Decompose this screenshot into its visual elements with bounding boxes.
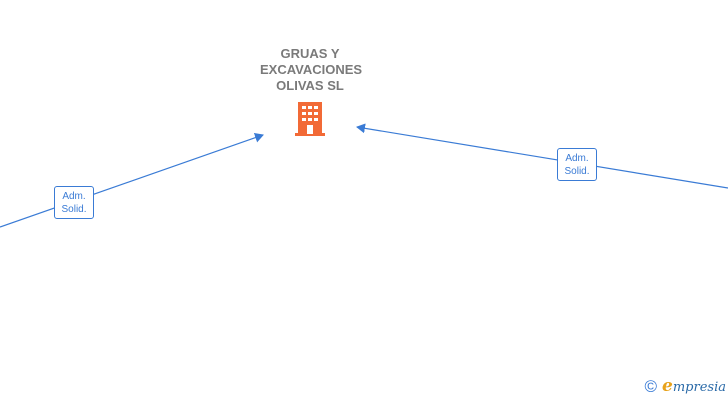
connection-line-right — [356, 123, 728, 189]
building-icon — [295, 102, 325, 136]
relation-label-line1: Adm. — [62, 191, 86, 202]
company-node[interactable]: GRUAS Y EXCAVACIONES OLIVAS SL — [240, 46, 380, 136]
relation-label-line2: Solid. — [61, 204, 87, 215]
connection-line-left — [0, 132, 264, 228]
brand-name: mpresia — [672, 380, 726, 395]
brand-logo[interactable]: empresia — [662, 376, 726, 396]
relation-label-line1: Adm. — [565, 153, 589, 164]
relation-label-right[interactable]: Adm. Solid. — [557, 148, 597, 181]
copyright-icon: © — [644, 376, 658, 396]
footer-brand: © empresia — [645, 376, 727, 396]
brand-initial: e — [662, 376, 673, 396]
company-name[interactable]: GRUAS Y EXCAVACIONES OLIVAS SL — [260, 46, 363, 93]
relation-label-line2: Solid. — [564, 166, 590, 177]
relation-label-left[interactable]: Adm. Solid. — [54, 186, 94, 219]
